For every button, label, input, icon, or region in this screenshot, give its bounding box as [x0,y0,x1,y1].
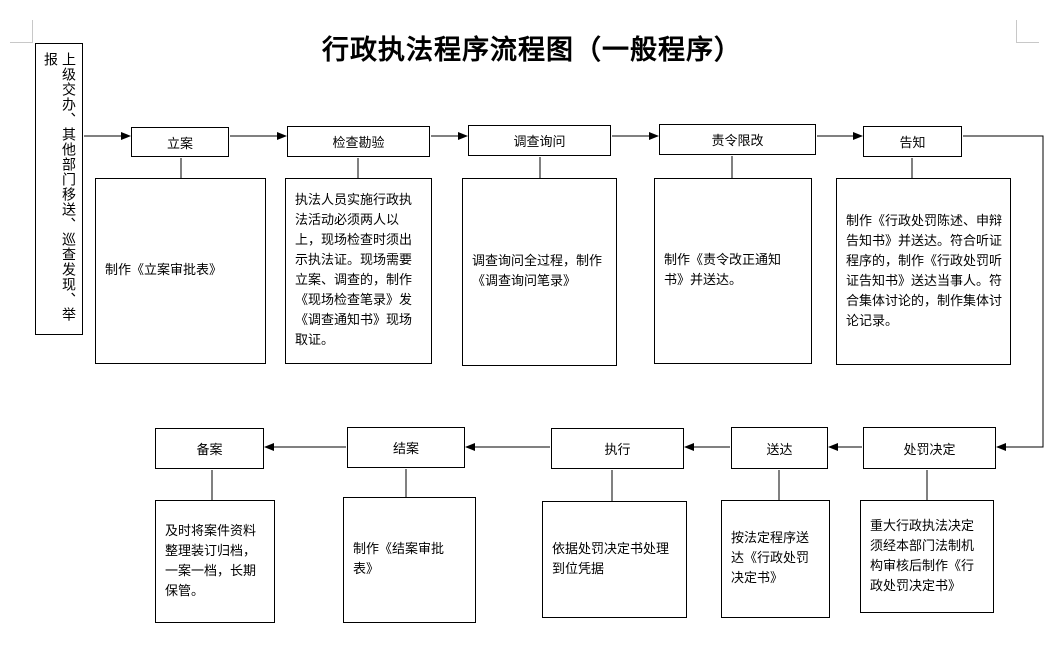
case-source-box: 上级交办、其他部门移送、巡查发现、举报 [35,43,83,335]
desc-close-case: 制作《结案审批表》 [343,497,476,623]
desc-notification: 制作《行政处罚陈述、申辩告知书》并送达。符合听证程序的，制作《行政处罚听证告知书… [836,178,1011,365]
desc-order-correction: 制作《责令改正通知书》并送达。 [654,178,812,364]
stage-investigation: 调查询问 [468,125,611,156]
stage-register: 立案 [131,127,229,157]
desc-investigation: 调查询问全过程，制作《调查询问笔录》 [462,178,617,366]
desc-penalty-decision: 重大行政执法决定须经本部门法制机构审核后制作《行政处罚决定书》 [860,500,994,613]
stage-filing: 备案 [155,428,264,469]
desc-filing: 及时将案件资料整理装订归档，一案一档，长期保管。 [155,500,275,623]
stage-notification: 告知 [863,126,962,157]
diagram-title: 行政执法程序流程图（一般程序） [322,35,742,66]
desc-execution: 依据处罚决定书处理到位凭据 [542,501,687,618]
stage-execution: 执行 [551,428,684,469]
stage-order-correction: 责令限改 [659,124,816,155]
page-corner-mark-right [1016,20,1039,43]
stage-delivery: 送达 [731,427,828,469]
stage-penalty-decision: 处罚决定 [863,427,996,469]
stage-inspection: 检查勘验 [287,126,430,157]
page-corner-mark-left [10,20,33,43]
desc-delivery: 按法定程序送达《行政处罚决定书》 [721,500,830,618]
stage-close-case: 结案 [347,427,465,468]
desc-register: 制作《立案审批表》 [95,178,266,364]
arrow-notification-to-decision [963,135,1044,451]
desc-inspection: 执法人员实施行政执法活动必须两人以上，现场检查时须出示执法证。现场需要立案、调查… [285,178,432,364]
